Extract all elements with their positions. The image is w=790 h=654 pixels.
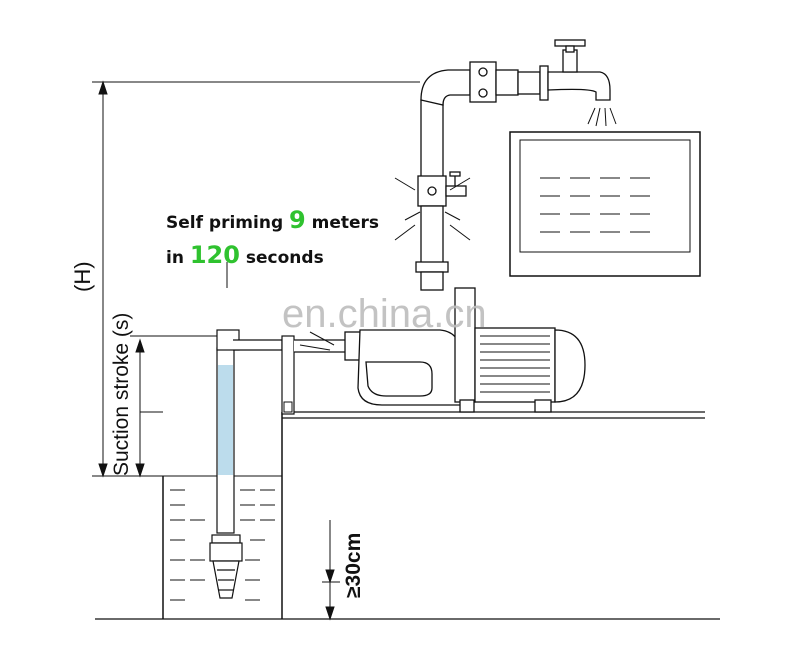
priming-line-2: in 120 seconds [166, 241, 324, 269]
suction-stroke-label: Suction stroke (s) [110, 312, 133, 476]
suction-pipe [216, 329, 356, 534]
priming-annotation: Self priming 9 meters in 120 seconds [166, 204, 379, 274]
water-spray-lines [587, 107, 617, 127]
min-depth-label: ≥30cm [342, 532, 365, 598]
dimension-lines [92, 80, 420, 621]
discharge-pipe [415, 61, 519, 291]
well-tank [162, 412, 283, 619]
foot-valve [209, 534, 243, 599]
valve-burst-lines [299, 177, 471, 351]
tap [517, 39, 611, 101]
pump-body [344, 287, 586, 413]
priming-meters-value: 9 [289, 206, 306, 234]
head-label: (H) [70, 261, 95, 292]
pump-platform [282, 411, 705, 419]
water-basin [509, 131, 701, 277]
priming-seconds-value: 120 [189, 241, 240, 269]
watermark: en.china.cn [282, 292, 487, 336]
priming-line-1: Self priming 9 meters [166, 206, 380, 234]
